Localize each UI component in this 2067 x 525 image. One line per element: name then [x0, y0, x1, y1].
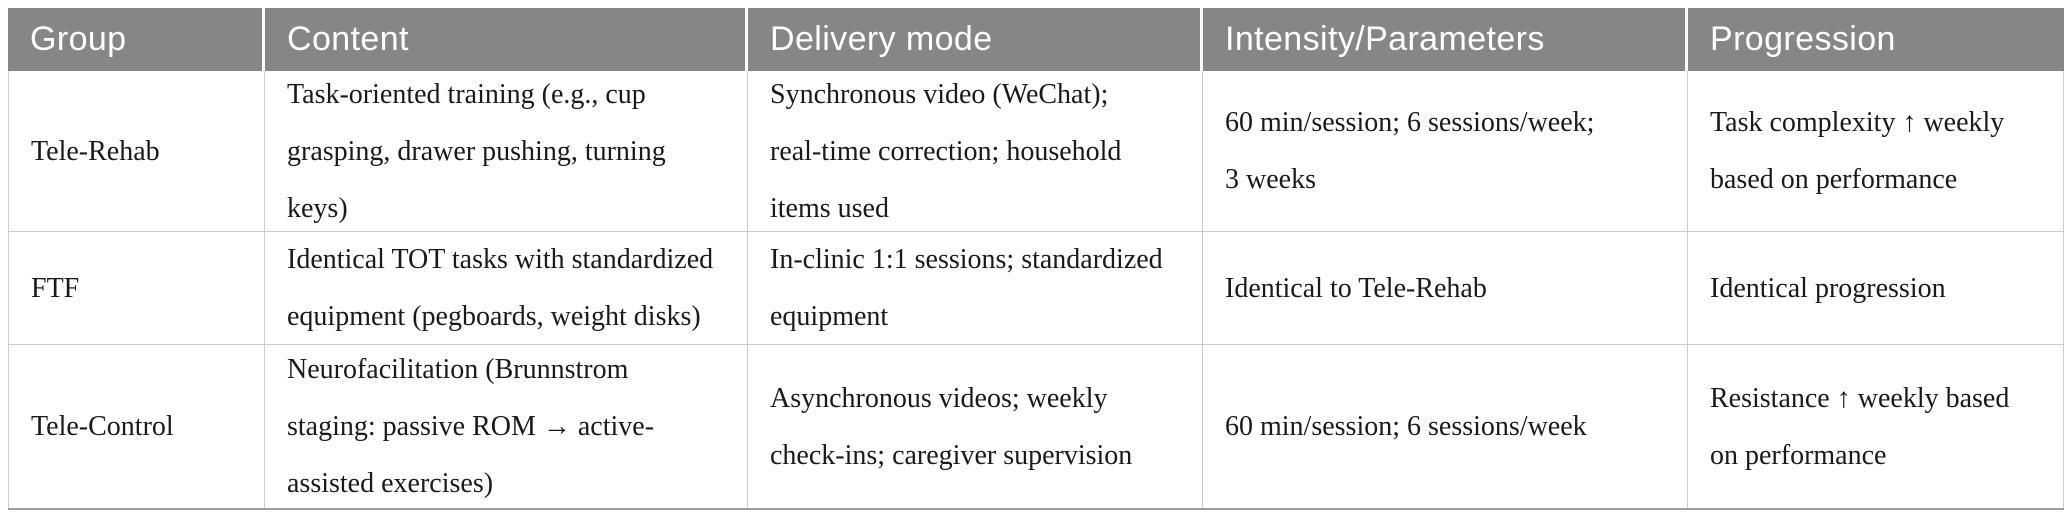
header-label: Group [30, 20, 127, 58]
cell-text: Asynchronous videos; weekly check-ins; c… [770, 382, 1133, 471]
cell-group: FTF [8, 232, 265, 345]
cell-text: 60 min/session; 6 sessions/week [1225, 411, 1587, 442]
table-bottom-rule [8, 508, 2064, 510]
cell-text: In-clinic 1:1 sessions; standardized equ… [770, 244, 1163, 332]
cell-progression: Task complexity ↑ weekly based on perfor… [1688, 71, 2064, 232]
table-header-row: Group Content Delivery mode Intensity/Pa… [8, 8, 2064, 71]
cell-delivery-mode: Synchronous video (WeChat); real-time co… [748, 71, 1203, 232]
header-cell-intensity-parameters: Intensity/Parameters [1203, 8, 1688, 71]
cell-text: Neurofacilitation (Brunnstrom staging: p… [287, 354, 655, 499]
header-label: Intensity/Parameters [1225, 20, 1545, 58]
header-cell-progression: Progression [1688, 8, 2064, 71]
cell-content: Neurofacilitation (Brunnstrom staging: p… [265, 345, 748, 508]
cell-delivery-mode: Asynchronous videos; weekly check-ins; c… [748, 345, 1203, 508]
header-label: Delivery mode [770, 20, 993, 58]
cell-content: Identical TOT tasks with standardized eq… [265, 232, 748, 345]
cell-content: Task-oriented training (e.g., cup graspi… [265, 71, 748, 232]
header-cell-content: Content [265, 8, 748, 71]
cell-text: 60 min/session; 6 sessions/week; 3 weeks [1225, 107, 1595, 195]
header-cell-group: Group [8, 8, 265, 71]
intervention-protocol-table: Group Content Delivery mode Intensity/Pa… [8, 8, 2064, 510]
cell-text: Identical progression [1710, 272, 1946, 304]
cell-progression: Identical progression [1688, 232, 2064, 345]
cell-progression: Resistance ↑ weekly based on performance [1688, 345, 2064, 508]
table-row-tele-rehab: Tele-Rehab Task-oriented training (e.g.,… [8, 71, 2064, 232]
cell-text: Tele-Control [31, 411, 174, 442]
cell-intensity-parameters: Identical to Tele-Rehab [1203, 232, 1688, 345]
cell-group: Tele-Control [8, 345, 265, 508]
cell-intensity-parameters: 60 min/session; 6 sessions/week [1203, 345, 1688, 508]
cell-text: Identical TOT tasks with standardized eq… [287, 244, 714, 332]
cell-text: Task-oriented training (e.g., cup graspi… [287, 78, 666, 224]
cell-group: Tele-Rehab [8, 71, 265, 232]
cell-delivery-mode: In-clinic 1:1 sessions; standardized equ… [748, 232, 1203, 345]
table-row-ftf: FTF Identical TOT tasks with standardize… [8, 232, 2064, 345]
cell-text: Synchronous video (WeChat); real-time co… [770, 78, 1122, 224]
header-label: Progression [1710, 20, 1896, 58]
header-label: Content [287, 20, 409, 58]
header-cell-delivery-mode: Delivery mode [748, 8, 1203, 71]
cell-text: Identical to Tele-Rehab [1225, 272, 1487, 304]
cell-intensity-parameters: 60 min/session; 6 sessions/week; 3 weeks [1203, 71, 1688, 232]
cell-text: FTF [31, 272, 80, 304]
cell-text: Task complexity ↑ weekly based on perfor… [1710, 107, 2005, 195]
cell-text: Tele-Rehab [31, 135, 160, 167]
cell-text: Resistance ↑ weekly based on performance [1710, 382, 2010, 471]
table-row-tele-control: Tele-Control Neurofacilitation (Brunnstr… [8, 345, 2064, 508]
